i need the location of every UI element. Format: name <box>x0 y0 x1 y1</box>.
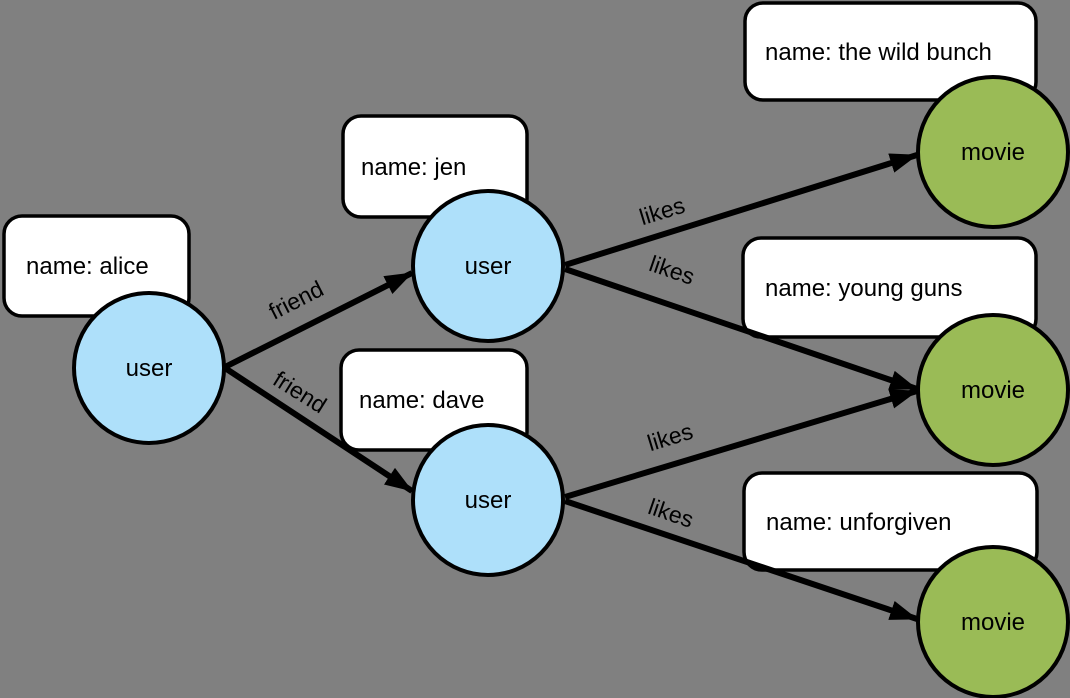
node-user-jen: user <box>411 189 565 343</box>
node-circle <box>72 291 226 445</box>
nodes: user user user movie movie movie <box>72 75 1070 698</box>
node-label: user <box>465 487 512 514</box>
edge-line <box>564 498 918 622</box>
node-circle <box>411 423 565 577</box>
node-label: user <box>126 355 173 382</box>
node-circle <box>916 313 1070 467</box>
property-box-alice: name: alice <box>2 214 191 318</box>
property-text: name: young guns <box>765 275 962 302</box>
edge-line <box>564 388 918 500</box>
node-circle <box>916 75 1070 229</box>
property-box-young-guns: name: young guns <box>741 236 1038 339</box>
node-movie-the-wild-bunch: movie <box>916 75 1070 229</box>
property-text: name: the wild bunch <box>765 39 992 66</box>
edge-line <box>223 270 414 370</box>
node-circle <box>916 545 1070 698</box>
node-label: movie <box>961 609 1025 636</box>
node-user-alice: user <box>72 291 226 445</box>
edge-line <box>564 266 918 392</box>
property-box-the-wild-bunch: name: the wild bunch <box>743 1 1038 102</box>
property-box <box>742 471 1039 572</box>
node-circle <box>411 189 565 343</box>
property-text: name: dave <box>359 387 484 414</box>
edge-line <box>564 152 918 268</box>
node-user-dave: user <box>411 423 565 577</box>
property-box-jen: name: jen <box>341 114 529 219</box>
property-text: name: jen <box>361 154 466 181</box>
property-box <box>741 236 1038 339</box>
property-text: name: alice <box>26 253 149 280</box>
node-movie-young-guns: movie <box>916 313 1070 467</box>
property-box-unforgiven: name: unforgiven <box>742 471 1039 572</box>
edge-line <box>223 365 414 494</box>
node-label: movie <box>961 139 1025 166</box>
node-label: user <box>465 253 512 280</box>
property-text: name: unforgiven <box>766 509 951 536</box>
node-movie-unforgiven: movie <box>916 545 1070 698</box>
node-label: movie <box>961 377 1025 404</box>
property-box <box>743 1 1038 102</box>
